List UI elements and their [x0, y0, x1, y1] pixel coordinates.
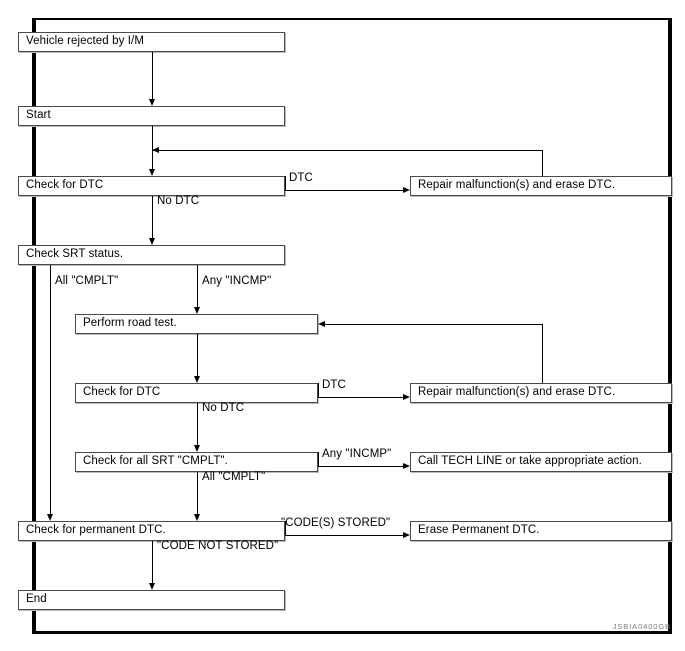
node-vehicle-rejected: Vehicle rejected by I/M — [18, 32, 285, 52]
edge-label-codes-stored: "CODE(S) STORED" — [281, 517, 391, 529]
edge-road-test-to-check-dtc-2 — [197, 334, 198, 376]
edge-check-dtc-2-to-check-all-srt — [197, 403, 198, 445]
arrow-permanent-dtc-to-erase — [403, 531, 410, 538]
arrow-all-cmplt-2-to-permanent-dtc — [193, 514, 200, 521]
node-check-srt-status-label: Check SRT status. — [26, 248, 124, 261]
arrow-permanent-dtc-to-end — [148, 583, 155, 590]
arrow-check-all-srt-to-tech-line — [403, 462, 410, 469]
node-check-all-srt: Check for all SRT "CMPLT". — [75, 452, 318, 472]
node-repair-2-label: Repair malfunction(s) and erase DTC. — [418, 386, 616, 399]
arrow-check-dtc-1-to-check-srt — [148, 238, 155, 245]
edge-label-all-cmplt-2: All "CMPLT" — [202, 471, 266, 483]
edge-permanent-dtc-right-stub — [285, 521, 286, 535]
node-start: Start — [18, 106, 285, 126]
edge-any-incmp-to-road-test — [197, 265, 198, 307]
edge-check-dtc-1-to-repair-1 — [285, 190, 405, 191]
node-repair-1: Repair malfunction(s) and erase DTC. — [410, 176, 672, 196]
node-end: End — [18, 590, 285, 610]
edge-label-dtc-2: DTC — [322, 379, 346, 391]
edge-repair-2-feedback-vertical — [542, 324, 543, 383]
edge-label-any-incmp-1: Any "INCMP" — [202, 275, 272, 287]
node-check-dtc-2: Check for DTC — [75, 383, 318, 403]
arrow-start-to-check-dtc-1 — [148, 169, 155, 176]
edge-label-any-incmp-2: Any "INCMP" — [322, 448, 392, 460]
arrow-check-dtc-2-to-check-all-srt — [193, 445, 200, 452]
edge-check-dtc-2-to-repair-2 — [318, 397, 405, 398]
edge-permanent-dtc-to-end — [152, 541, 153, 583]
edge-label-no-dtc-1: No DTC — [157, 195, 200, 207]
node-call-tech-line: Call TECH LINE or take appropriate actio… — [410, 452, 672, 472]
node-check-srt-status: Check SRT status. — [18, 245, 285, 265]
edge-check-dtc-2-right-stub — [318, 383, 319, 397]
edge-check-dtc-1-to-check-srt — [152, 196, 153, 238]
node-repair-2: Repair malfunction(s) and erase DTC. — [410, 383, 672, 403]
node-repair-1-label: Repair malfunction(s) and erase DTC. — [418, 179, 616, 192]
arrow-repair-1-feedback — [152, 146, 159, 153]
figure-id-watermark: JSBIA0400GB — [612, 622, 671, 631]
arrow-check-dtc-1-to-repair-1 — [403, 186, 410, 193]
arrow-all-cmplt-to-permanent-dtc — [46, 514, 53, 521]
node-check-dtc-1-label: Check for DTC — [26, 179, 104, 192]
node-check-permanent-dtc-label: Check for permanent DTC. — [26, 524, 166, 537]
node-perform-road-test: Perform road test. — [75, 314, 318, 334]
node-erase-permanent-dtc-label: Erase Permanent DTC. — [418, 524, 540, 537]
edge-repair-1-feedback-vertical — [542, 150, 543, 176]
node-vehicle-rejected-label: Vehicle rejected by I/M — [26, 35, 144, 48]
node-perform-road-test-label: Perform road test. — [83, 317, 177, 330]
edge-check-dtc-1-right-stub — [285, 176, 286, 190]
edge-all-cmplt-2-to-permanent-dtc — [197, 472, 198, 514]
edge-repair-2-feedback-horizontal — [322, 324, 542, 325]
edge-check-all-srt-to-tech-line — [318, 466, 405, 467]
node-erase-permanent-dtc: Erase Permanent DTC. — [410, 521, 672, 541]
edge-label-no-dtc-2: No DTC — [202, 402, 245, 414]
arrow-road-test-to-check-dtc-2 — [193, 376, 200, 383]
edge-label-code-not-stored: "CODE NOT STORED" — [157, 540, 279, 552]
node-call-tech-line-label: Call TECH LINE or take appropriate actio… — [418, 455, 642, 468]
edge-label-dtc-1: DTC — [289, 172, 313, 184]
edge-vehicle-to-start — [152, 52, 153, 99]
node-start-label: Start — [26, 109, 51, 122]
node-check-permanent-dtc: Check for permanent DTC. — [18, 521, 285, 541]
node-check-dtc-1: Check for DTC — [18, 176, 285, 196]
arrow-repair-2-feedback — [318, 320, 325, 327]
node-check-dtc-2-label: Check for DTC — [83, 386, 161, 399]
edge-all-cmplt-long-branch — [50, 265, 51, 514]
edge-check-all-srt-right-stub — [318, 452, 319, 466]
edge-label-all-cmplt-1: All "CMPLT" — [55, 275, 119, 287]
arrow-vehicle-to-start — [148, 99, 155, 106]
node-check-all-srt-label: Check for all SRT "CMPLT". — [83, 455, 228, 468]
arrow-any-incmp-to-road-test — [193, 307, 200, 314]
edge-repair-1-feedback-horizontal — [152, 150, 542, 151]
arrow-check-dtc-2-to-repair-2 — [403, 393, 410, 400]
node-end-label: End — [26, 593, 47, 606]
edge-permanent-dtc-to-erase — [285, 535, 405, 536]
